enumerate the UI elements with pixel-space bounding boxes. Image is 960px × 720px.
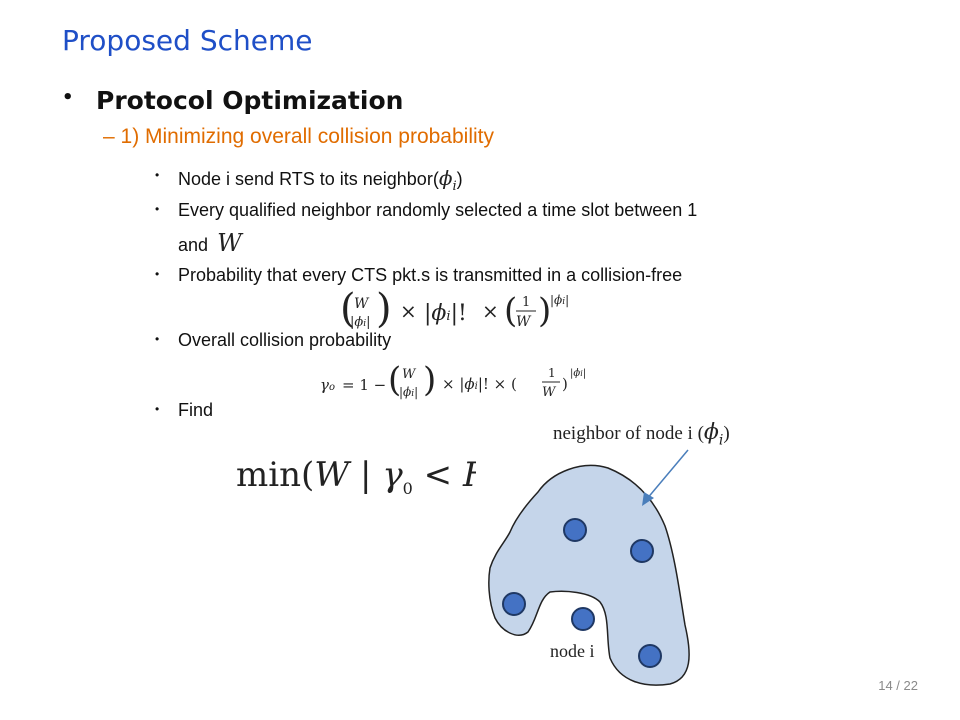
svg-text:×: × [482, 299, 499, 323]
svg-text:(: ( [504, 291, 517, 331]
arrow-line [645, 449, 689, 501]
bullet-dot-icon: • [155, 202, 160, 216]
bullet-dot-icon: • [155, 168, 160, 182]
neighbor-node [630, 539, 654, 563]
neighbor-node [563, 518, 587, 542]
list-item-text: Node i send RTS to its neighbor( [178, 169, 439, 189]
svg-text:W: W [354, 296, 370, 312]
svg-text:= 1 −: = 1 − [342, 376, 386, 394]
svg-text:): ) [562, 375, 568, 393]
bullet-dot-icon: • [155, 267, 160, 281]
svg-text:): ) [423, 360, 436, 400]
svg-text:|ϕi|: |ϕi| [550, 293, 569, 307]
list-item-text: Every qualified neighbor randomly select… [178, 200, 698, 220]
svg-text:|ϕi|: |ϕi| [570, 368, 586, 379]
collision-free-probability-formula: ( W |ϕi| ) × |ϕi|! × ( 1 W ) |ϕi| [340, 286, 569, 332]
neighbor-node [638, 644, 662, 668]
svg-text:|ϕi|: |ϕi| [399, 385, 418, 399]
svg-text:min(W | γ0 < H ): min(W | γ0 < H ) [236, 455, 476, 498]
w-symbol: W [217, 229, 242, 257]
bullet-dot-icon: • [155, 402, 160, 416]
svg-text:1: 1 [548, 366, 556, 380]
arrow-head-icon [642, 492, 654, 506]
svg-text:× |ϕi|! × (: × |ϕi|! × ( [442, 375, 517, 393]
list-item-text: Probability that every CTS pkt.s is tran… [178, 265, 683, 285]
svg-text:×: × [400, 299, 417, 323]
neighbor-region [488, 464, 690, 686]
svg-text:(: ( [340, 286, 356, 332]
list-item-suffix: ) [456, 169, 463, 189]
list-item-text: Find [178, 400, 214, 420]
node-i [571, 607, 595, 631]
phi-i-symbol: ϕi [703, 420, 724, 449]
phi-i-symbol: ϕi [438, 166, 457, 194]
neighbor-node [502, 592, 526, 616]
bullet-dot-icon: • [155, 332, 160, 346]
list-item-text: Overall collision probability [178, 330, 392, 350]
svg-text:): ) [376, 286, 392, 332]
svg-text:|ϕi|: |ϕi| [350, 315, 371, 330]
svg-text:W: W [516, 314, 532, 330]
list-item-continuation: and W [178, 229, 242, 257]
sub-bullet: – 1) Minimizing overall collision probab… [103, 125, 494, 148]
page-title: Proposed Scheme [62, 24, 313, 57]
svg-text:W: W [542, 385, 557, 400]
node-i-label: node i [550, 641, 595, 661]
svg-text:W: W [402, 367, 417, 382]
svg-text:|ϕi|!: |ϕi|! [424, 301, 467, 326]
page-number: 14 / 22 [878, 678, 918, 693]
bullet-dot-icon: • [62, 87, 74, 108]
neighbor-label: neighbor of node i (ϕi) [553, 420, 730, 449]
svg-text:(: ( [388, 360, 401, 400]
min-w-formula: min(W | γ0 < H ) [236, 455, 476, 498]
neighbor-diagram [488, 449, 690, 686]
svg-text:1: 1 [522, 295, 530, 310]
list-item-text: and [178, 235, 209, 255]
svg-text:γo: γo [320, 376, 335, 394]
svg-text:): ) [538, 291, 551, 331]
main-bullet-label: Protocol Optimization [96, 86, 404, 115]
overall-collision-probability-formula: γo = 1 − ( W |ϕi| ) × |ϕi|! × ( 1 W ) |ϕ… [320, 360, 586, 400]
